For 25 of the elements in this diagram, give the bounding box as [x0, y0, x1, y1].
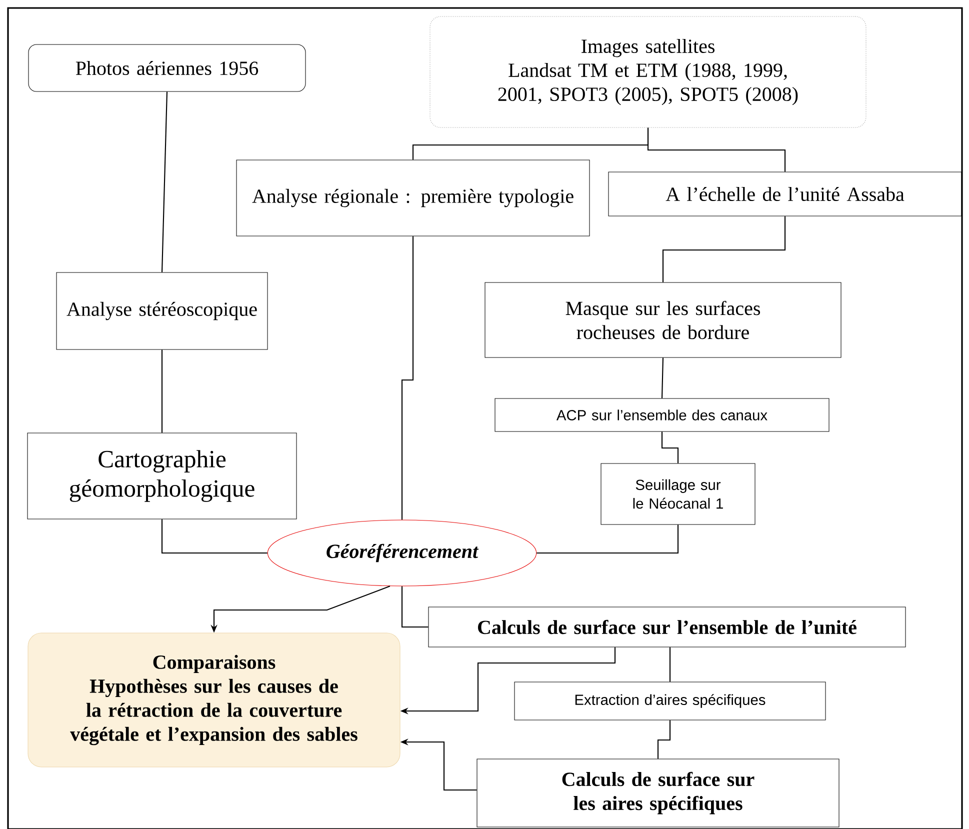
process-box: Analyse stéréoscopique	[56, 272, 268, 350]
connector-line	[161, 92, 168, 272]
connector-line	[669, 647, 671, 682]
connector-line	[401, 586, 428, 628]
process-box: A l’échelle de l’unité Assaba	[608, 172, 962, 216]
connector-line	[647, 128, 786, 172]
connector-line	[661, 358, 664, 398]
connector-line	[657, 720, 671, 759]
connector-line	[401, 236, 414, 520]
process-box: Cartographie géomorphologique	[27, 432, 297, 520]
process-box: Photos aériennes 1956	[28, 44, 306, 92]
process-box: Seuillage sur le Néocanal 1	[600, 463, 756, 525]
result-box: Comparaisons Hypothèses sur les causes de la rétraction de la couverture végétale et l’expansion des sables	[28, 632, 400, 768]
process-box: Calculs de surface sur l’ensemble de l’unité	[428, 606, 906, 648]
process-box: Analyse régionale : première typologie	[236, 160, 590, 236]
connector-line	[662, 216, 786, 282]
connector-line	[161, 350, 163, 433]
process-box: Calculs de surface sur les aires spécifiques	[476, 758, 840, 828]
connector-line	[536, 524, 679, 554]
connector-line	[661, 432, 679, 464]
process-box: Images satellites Landsat TM et ETM (1988, 1999, 2001, SPOT3 (2005), SPOT5 (2008)	[430, 16, 866, 128]
process-box: Extraction d’aires spécifiques	[514, 682, 826, 720]
process-box: ACP sur l’ensemble des canaux	[494, 398, 830, 432]
process-box: Masque sur les surfaces rocheuses de bordure	[484, 282, 842, 358]
connector-line	[161, 519, 268, 554]
